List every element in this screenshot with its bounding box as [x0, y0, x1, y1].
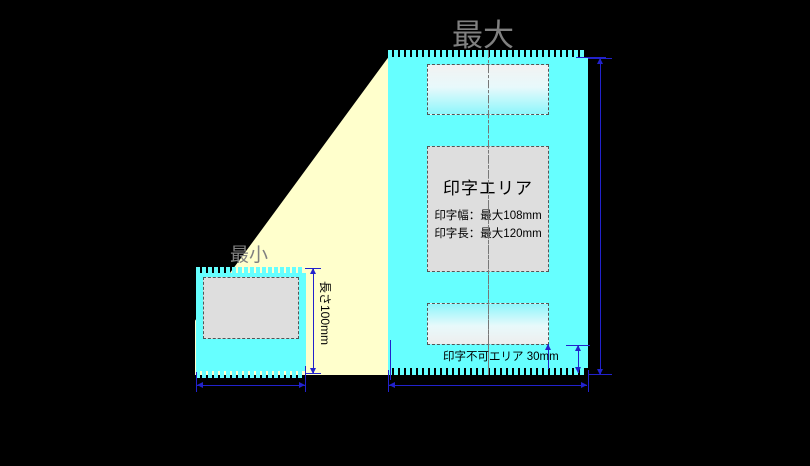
nonprint-leader-line — [548, 344, 549, 369]
nonprint-30mm-tick-top — [566, 345, 590, 346]
min-label-top-perforation — [196, 267, 306, 274]
min-heading: 最小 — [230, 245, 269, 266]
min-width-arrow-left — [197, 382, 203, 388]
min-length-dimension-line — [313, 268, 314, 374]
max-height-arrow-bottom — [597, 369, 603, 375]
max-heading: 最大 — [452, 18, 514, 53]
max-width-arrow-left — [389, 382, 395, 388]
nonprint-30mm-arrow-bottom — [575, 367, 581, 373]
min-length-arrow-top — [310, 268, 316, 274]
max-label-top-perforation — [388, 50, 588, 57]
max-label-centerline — [488, 50, 489, 375]
print-area-title: 印字エリア — [443, 179, 533, 199]
min-length-tick-bottom — [305, 373, 321, 374]
max-height-arrow-top — [597, 58, 603, 64]
min-length-tick-top — [305, 268, 321, 269]
max-width-arrow-right — [581, 382, 587, 388]
nonprint-area-label: 印字不可エリア 30mm — [443, 351, 559, 363]
print-area-width-spec: 印字幅：最大108mm — [434, 210, 542, 223]
max-label-bottom-perforation — [388, 368, 588, 375]
nonprint-30mm-dimension-line — [578, 345, 579, 373]
max-height-tick-top — [588, 58, 612, 59]
min-length-label: 長さ100mm — [318, 281, 332, 346]
ramp-right-extension-line — [390, 340, 391, 380]
min-label-bottom-perforation — [196, 371, 306, 378]
max-width-dimension-line — [389, 385, 587, 386]
min-width-arrow-right — [299, 382, 305, 388]
min-print-area — [203, 277, 299, 339]
min-length-arrow-bottom — [310, 368, 316, 374]
min-width-tick-left — [196, 372, 197, 392]
print-area-length-spec: 印字長：最大120mm — [434, 228, 542, 240]
min-width-tick-right — [305, 366, 306, 392]
nonprint-30mm-arrow-top — [575, 345, 581, 351]
max-height-tick-bottom — [588, 374, 612, 375]
nonprint-leader-arrow — [545, 344, 551, 350]
max-top-extension-line — [576, 57, 606, 58]
max-width-tick-right — [588, 370, 589, 392]
max-width-tick-left — [388, 370, 389, 392]
max-height-dimension-line — [600, 58, 601, 375]
min-width-dimension-line — [197, 385, 305, 386]
